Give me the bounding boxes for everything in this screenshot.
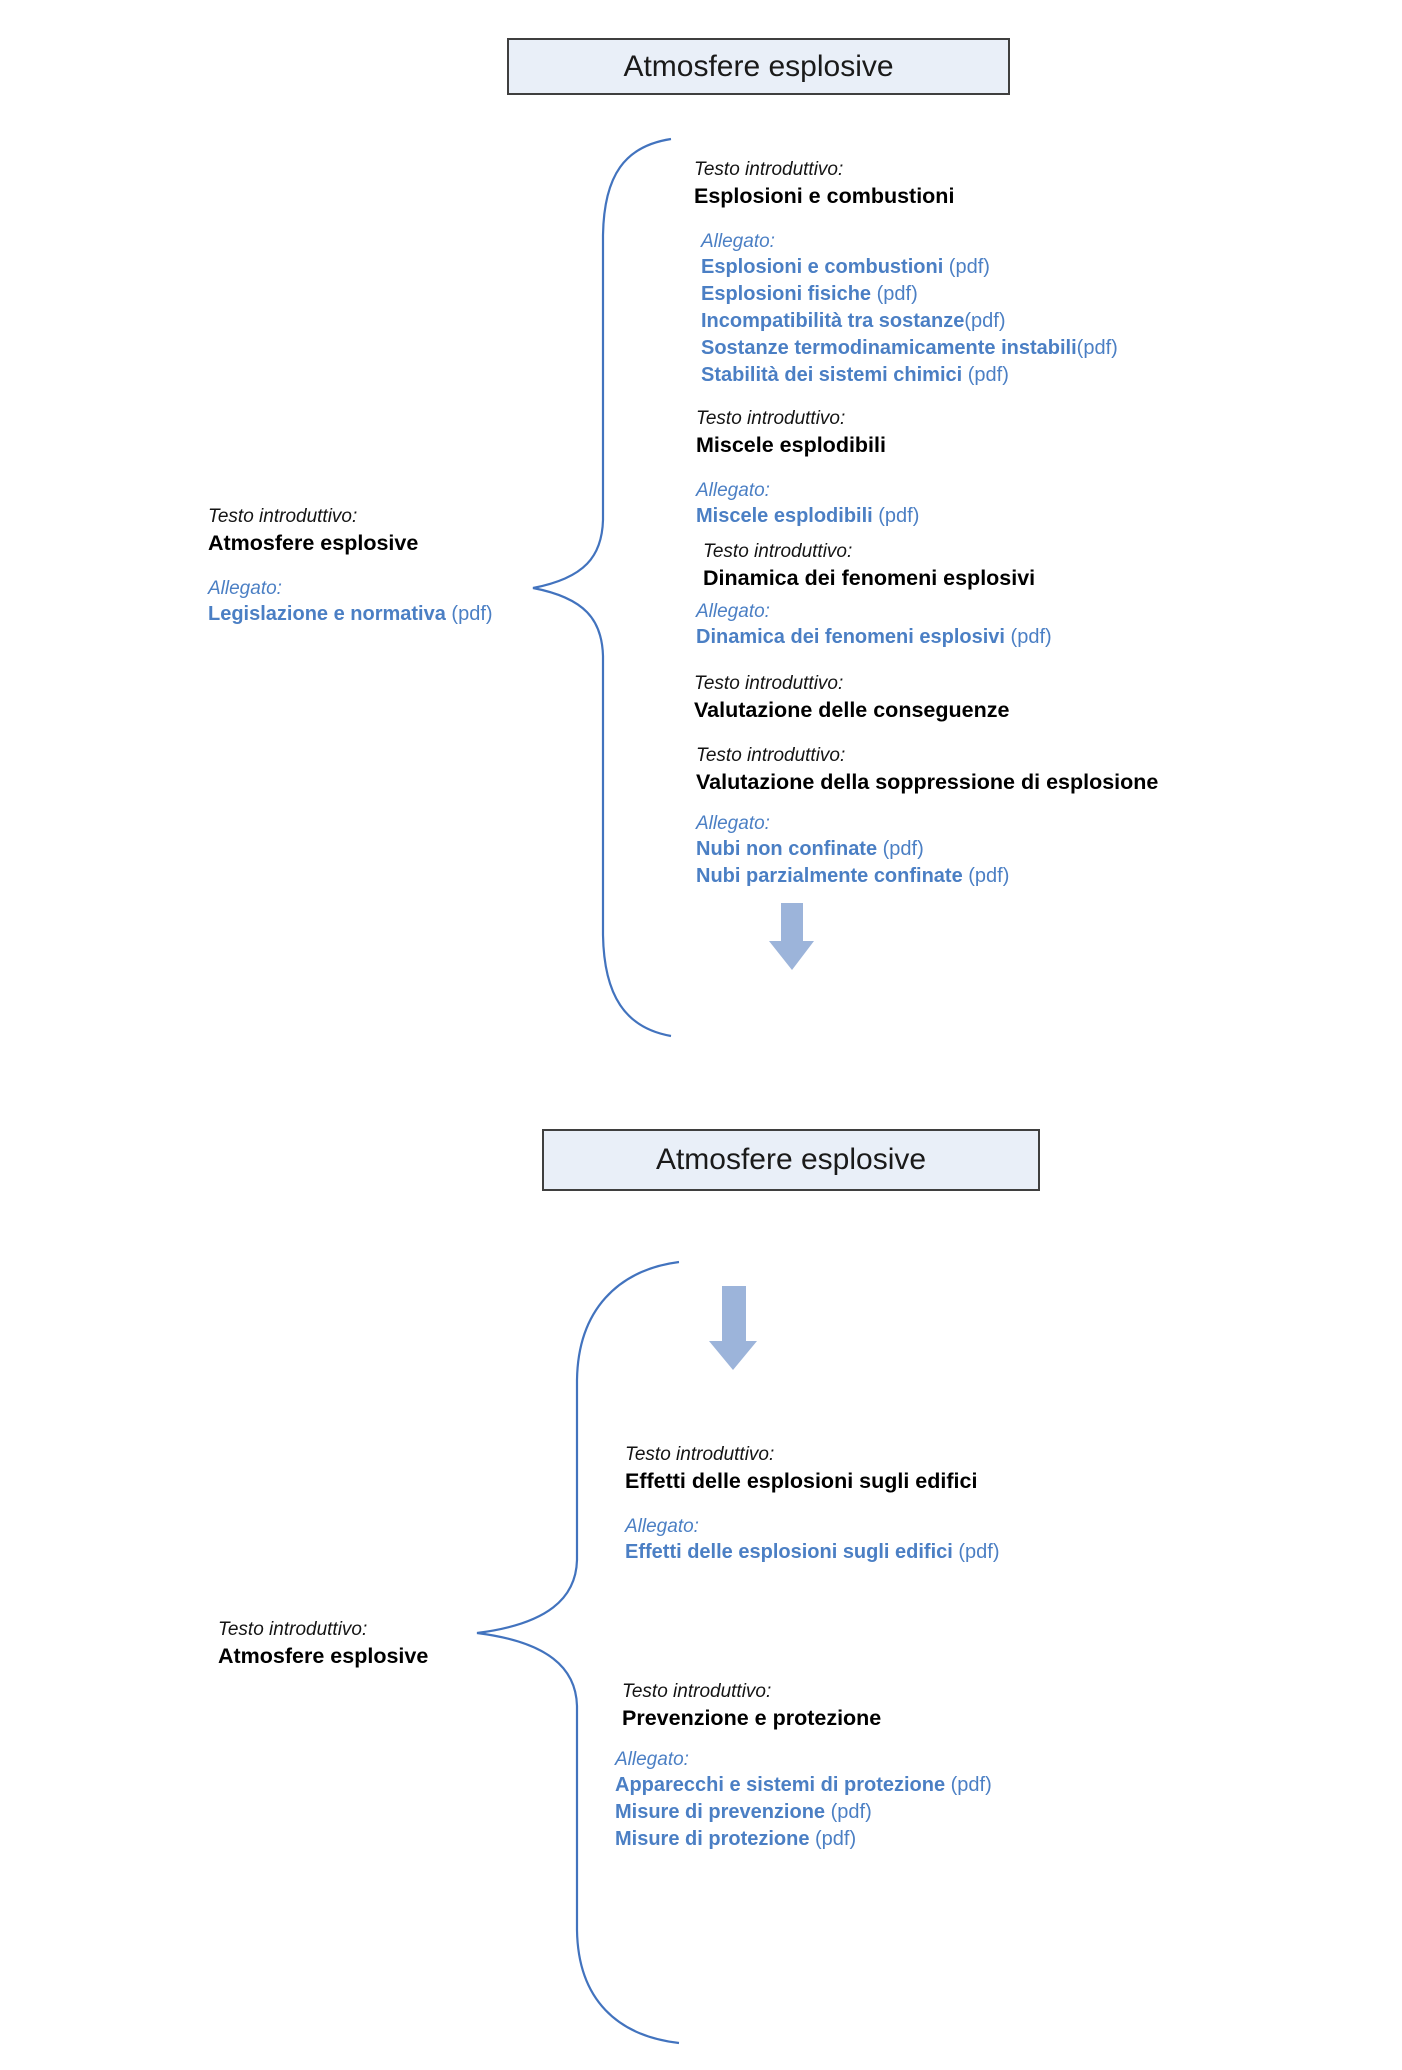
attachment-pdf-suffix: (pdf) [943,256,990,278]
section1-left-label: Testo introduttivo: Atmosfere esplosive … [208,505,493,628]
attachment-link[interactable]: Effetti delle esplosioni sugli edifici (… [625,1539,1000,1566]
attachment-name: Esplosioni e combustioni [701,256,944,278]
attachment-name: Miscele esplodibili [696,505,873,527]
attachment-link[interactable]: Apparecchi e sistemi di protezione (pdf) [615,1772,992,1799]
attachment-link[interactable]: Miscele esplodibili (pdf) [696,503,919,530]
attachment-link[interactable]: Esplosioni e combustioni (pdf) [701,254,1118,281]
topic-title: Atmosfere esplosive [208,531,419,555]
topic-block: Testo introduttivo: Valutazione della so… [696,744,1158,890]
intro-label: Testo introduttivo: [622,1681,772,1702]
allegato-label: Allegato: [696,601,770,622]
attachment-link[interactable]: Misure di protezione (pdf) [615,1826,992,1853]
attachment-pdf-suffix: (pdf) [952,1541,1000,1563]
attachment-name: Misure di prevenzione [615,1801,826,1823]
attachment-link[interactable]: Incompatibilità tra sostanze(pdf) [701,308,1118,335]
intro-label: Testo introduttivo: [703,541,853,562]
allegato-label: Allegato: [696,480,770,501]
section1-title-box: Atmosfere esplosive [507,38,1010,95]
attachment-pdf-suffix: (pdf) [962,364,1009,386]
attachment-pdf-suffix: (pdf) [825,1801,872,1823]
attachment-pdf-suffix: (pdf) [1076,337,1118,359]
attachment-pdf-suffix: (pdf) [962,865,1010,887]
allegato-label: Allegato: [701,231,775,252]
topic-block: Testo introduttivo: Esplosioni e combust… [694,158,1118,389]
intro-label: Testo introduttivo: [208,506,358,527]
section1-title: Atmosfere esplosive [623,49,894,83]
topic-title: Atmosfere esplosive [218,1644,429,1668]
intro-label: Testo introduttivo: [694,673,844,694]
topic-block: Testo introduttivo: Prevenzione e protez… [615,1680,992,1853]
topic-block: Testo introduttivo: Dinamica dei fenomen… [696,540,1052,651]
attachment-name: Incompatibilità tra sostanze [701,310,965,332]
attachment-link[interactable]: Esplosioni fisiche (pdf) [701,281,1118,308]
attachment-link[interactable]: Sostanze termodinamicamente instabili(pd… [701,335,1118,362]
attachment-pdf-suffix: (pdf) [871,283,918,305]
attachment-name: Stabilità dei sistemi chimici [701,364,963,386]
topic-title: Valutazione delle conseguenze [694,698,1010,722]
intro-label: Testo introduttivo: [696,408,846,429]
attachment-link[interactable]: Nubi parzialmente confinate (pdf) [696,863,1158,890]
attachment-pdf-suffix: (pdf) [964,310,1006,332]
topic-block: Testo introduttivo: Valutazione delle co… [694,672,1009,724]
attachment-name: Legislazione e normativa [208,603,446,625]
left-curly-brace-icon [532,137,672,1038]
attachment-name: Esplosioni fisiche [701,283,872,305]
attachment-pdf-suffix: (pdf) [945,1774,992,1796]
attachment-pdf-suffix: (pdf) [1004,626,1052,648]
attachment-link[interactable]: Misure di prevenzione (pdf) [615,1799,992,1826]
attachment-link[interactable]: Nubi non confinate (pdf) [696,836,1158,863]
section2-title: Atmosfere esplosive [655,1143,927,1176]
attachment-name: Apparecchi e sistemi di protezione [615,1774,946,1796]
left-curly-brace-icon [476,1260,680,2045]
intro-label: Testo introduttivo: [218,1619,368,1640]
topic-block: Testo introduttivo: Miscele esplodibili … [696,407,919,530]
attachment-link[interactable]: Stabilità dei sistemi chimici (pdf) [701,362,1118,389]
topic-block: Testo introduttivo: Effetti delle esplos… [625,1443,1000,1566]
down-arrow-icon [709,1286,757,1370]
allegato-label: Allegato: [615,1749,689,1770]
allegato-label: Allegato: [208,578,282,599]
intro-label: Testo introduttivo: [625,1444,775,1465]
attachment-name: Dinamica dei fenomeni esplosivi [696,626,1005,648]
attachment-pdf-suffix: (pdf) [809,1828,857,1850]
topic-title: Miscele esplodibili [696,433,886,457]
attachment-link[interactable]: Legislazione e normativa (pdf) [208,601,493,628]
intro-label: Testo introduttivo: [694,159,844,180]
attachment-name: Misure di protezione [615,1828,810,1850]
section2-left-label: Testo introduttivo: Atmosfere esplosive [218,1618,428,1670]
attachment-pdf-suffix: (pdf) [445,603,493,625]
attachment-pdf-suffix: (pdf) [872,505,920,527]
attachment-pdf-suffix: (pdf) [877,838,924,860]
attachment-name: Nubi parzialmente confinate [696,865,963,887]
topic-title: Prevenzione e protezione [622,1706,882,1730]
down-arrow-icon [769,903,814,970]
allegato-label: Allegato: [696,813,770,834]
section2-title-box: Atmosfere esplosive [542,1129,1040,1191]
topic-title: Effetti delle esplosioni sugli edifici [625,1469,978,1493]
topic-title: Dinamica dei fenomeni esplosivi [703,566,1036,590]
intro-label: Testo introduttivo: [696,745,846,766]
attachment-name: Nubi non confinate [696,838,878,860]
topic-title: Valutazione della soppressione di esplos… [696,770,1159,794]
topic-title: Esplosioni e combustioni [694,184,955,208]
attachment-name: Effetti delle esplosioni sugli edifici [625,1541,953,1563]
allegato-label: Allegato: [625,1516,699,1537]
attachment-link[interactable]: Dinamica dei fenomeni esplosivi (pdf) [696,624,1052,651]
attachment-name: Sostanze termodinamicamente instabili [701,337,1077,359]
